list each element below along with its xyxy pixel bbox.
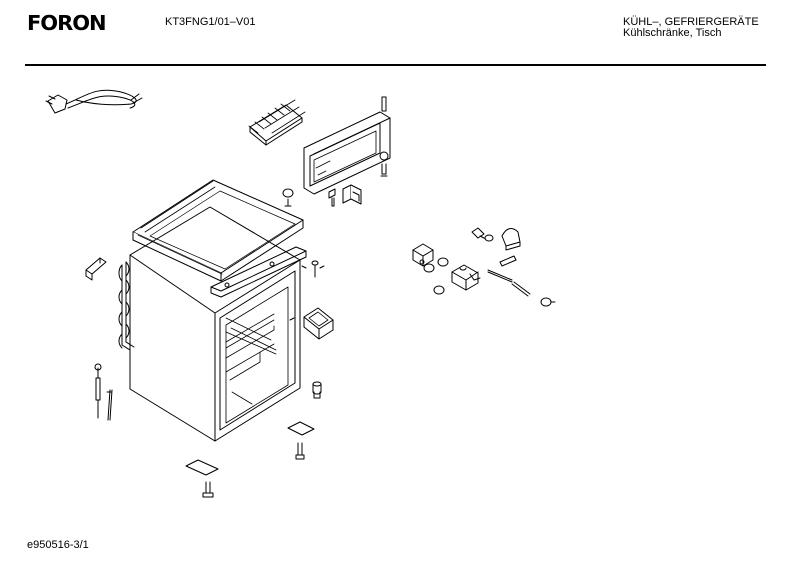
power-cord-part: [46, 90, 142, 113]
lamp-bulb-part: [541, 298, 555, 306]
selector-pins-part: [470, 256, 530, 296]
worktop-part: [133, 180, 303, 281]
lamp-socket-part: [472, 228, 493, 241]
thermostat-part: [452, 265, 478, 290]
coil-clip-part: [86, 258, 106, 280]
thermostat-knob-part: [424, 258, 448, 294]
cabinet-rail-part: [211, 247, 306, 297]
door-handle-bracket-part: [329, 185, 361, 206]
condenser-coil-part: [119, 262, 134, 350]
cover-plate-part: [304, 308, 333, 339]
model-number: KT3FNG1/01–V01: [165, 16, 256, 28]
freezer-door-part: [304, 112, 390, 194]
document-id: e950516-3/1: [27, 539, 89, 551]
category-title: KÜHL–, GEFRIERGERÄTE: [623, 16, 759, 28]
category-subtitle: Kühlschränke, Tisch: [623, 27, 722, 39]
ice-tray-part: [249, 100, 305, 145]
thermostat-housing-part: [413, 244, 433, 266]
header-divider: [25, 64, 766, 66]
cabinet-body-part: [130, 207, 300, 441]
top-bolt-part: [302, 261, 324, 277]
brand-logo: FORON: [27, 11, 107, 35]
door-screw-part: [380, 97, 388, 176]
hinge-bolt-part: [313, 382, 321, 398]
sensor-capillary-part: [95, 364, 112, 420]
wiring-connector-part: [502, 229, 520, 250]
foot-plate-part: [186, 422, 314, 497]
